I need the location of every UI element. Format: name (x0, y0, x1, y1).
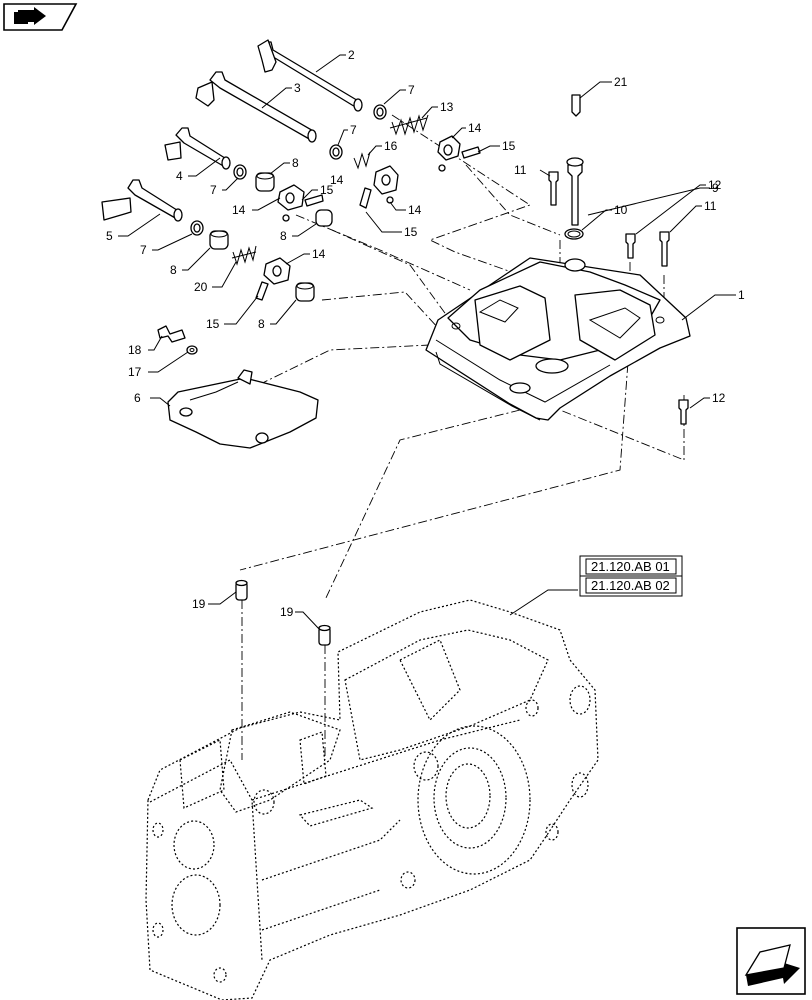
callout-15d: 15 (206, 317, 220, 331)
callout-12b: 12 (712, 391, 726, 405)
bushings-8 (209, 172, 333, 302)
part-1-lift-cover (425, 257, 691, 421)
book-arrow-icon[interactable] (3, 3, 78, 31)
callout-11b: 11 (704, 199, 717, 213)
callout-7a: 7 (408, 83, 415, 97)
callout-1: 1 (738, 288, 745, 302)
callout-3: 3 (294, 81, 301, 95)
callout-7c: 7 (210, 183, 217, 197)
callout-8a: 8 (292, 156, 299, 170)
callout-7d: 7 (140, 243, 147, 257)
callout-13: 13 (440, 100, 454, 114)
reference-21-120-ab-01[interactable] (585, 558, 677, 575)
callout-20: 20 (194, 280, 208, 294)
callout-9: 9 (712, 181, 719, 195)
callout-8d: 8 (258, 317, 265, 331)
callout-8b: 8 (170, 263, 177, 277)
reference-label-02: 21.120.AB 02 (591, 578, 670, 593)
callout-7b: 7 (350, 123, 357, 137)
callout-18: 18 (128, 343, 142, 357)
callout-16: 16 (384, 139, 398, 153)
callout-4: 4 (176, 169, 183, 183)
callout-2: 2 (348, 48, 355, 62)
springs (231, 114, 429, 266)
arms-14-and-pins-15 (255, 135, 481, 301)
washers-7 (190, 104, 387, 236)
part-2-shaft (257, 39, 363, 112)
callout-21: 21 (614, 75, 628, 89)
callout-10: 10 (614, 203, 628, 217)
part-4-shaft (164, 127, 231, 170)
assembly-lines (239, 114, 685, 760)
leader-lines (118, 54, 736, 631)
dowel-pins-19 (235, 579, 331, 646)
tube-9-oring-10-fitting-21 (564, 94, 584, 240)
callout-14c: 14 (408, 203, 422, 217)
callout-11a: 11 (514, 163, 527, 177)
reference-21-120-ab-02[interactable] (585, 577, 677, 594)
callout-15a: 15 (502, 139, 516, 153)
reference-boxes[interactable]: 21.120.AB 01 21.120.AB 02 (579, 555, 683, 597)
callout-12a: 12 (708, 178, 722, 192)
callout-14a: 14 (468, 121, 482, 135)
callout-19a: 19 (192, 597, 206, 611)
part-5-shaft (101, 179, 183, 222)
bolts-11-12 (548, 171, 689, 425)
reference-label-01: 21.120.AB 01 (591, 559, 670, 574)
callout-19b: 19 (280, 605, 294, 619)
next-page-arrow-icon[interactable] (736, 927, 806, 995)
callout-17: 17 (128, 365, 142, 379)
callout-14b: 14 (232, 203, 246, 217)
callout-15c: 15 (404, 225, 418, 239)
callout-labels: 1 2 3 4 5 6 7 7 7 7 8 8 8 8 9 10 11 11 1… (106, 48, 745, 619)
part-3-shaft (195, 71, 317, 143)
callout-6: 6 (134, 391, 141, 405)
callout-5: 5 (106, 229, 113, 243)
callout-8c: 8 (280, 229, 287, 243)
transmission-housing (145, 599, 599, 1000)
callout-14d: 14 (312, 247, 326, 261)
callout-15b: 15 (320, 183, 334, 197)
callout-14e: 14 (330, 173, 344, 187)
part-6-plate-17-18 (157, 325, 319, 449)
